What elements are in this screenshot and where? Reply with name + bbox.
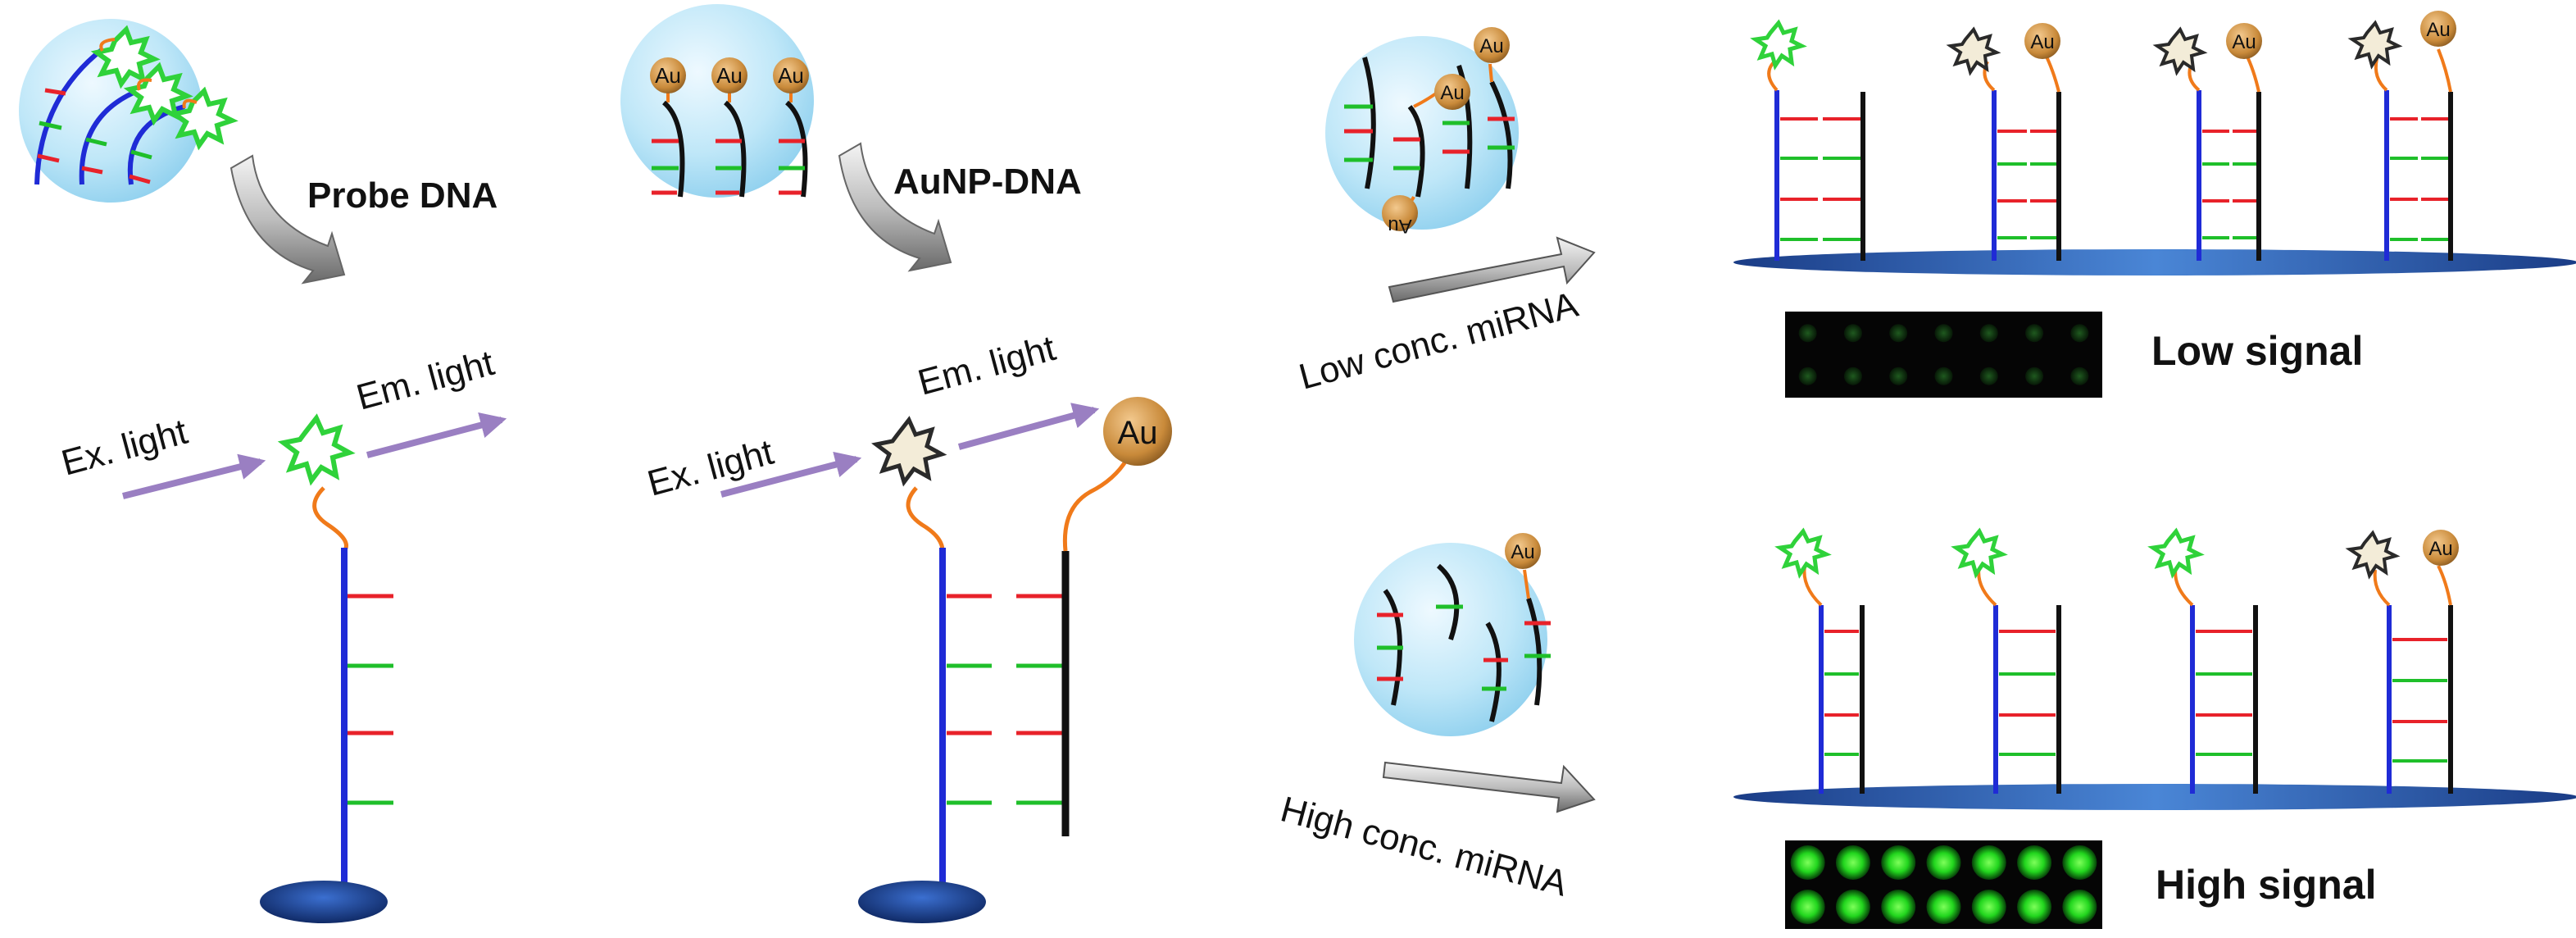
dim-spot [1798,324,1817,343]
high-signal-spots [1790,845,2097,924]
bright-spot [1881,890,1916,924]
quenched-fluorophore-icon [1946,26,2001,76]
substrate-disk [260,881,388,923]
svg-text:Au: Au [2428,538,2452,560]
process-arrow-icon [1382,761,1596,813]
bright-spot [1881,845,1916,880]
bright-spot [1926,890,1961,924]
gold-nanoparticle-icon: Au Au Au [650,57,809,93]
gold-nanoparticle-icon: Au [2226,23,2262,59]
bright-spot [2062,890,2097,924]
probe-dna-bubble [19,19,202,203]
ex-light-arrow [122,453,266,499]
low-signal-label: Low signal [2151,328,2363,374]
fluorophore-icon [1951,527,2008,579]
em-light-arrow [366,412,507,458]
high-concentration-panel: Au High conc. miRNA [1276,527,2576,929]
bright-spot [2062,845,2097,880]
dim-spot [2070,324,2089,343]
gold-nanoparticle-icon: Au [1505,533,1541,569]
probe-dna-label: Probe DNA [307,175,497,216]
svg-text:Au: Au [655,63,681,88]
bright-spot [1971,845,2006,880]
gold-nanoparticle-icon: Au [2024,23,2060,59]
duplex-array-high: Au [1774,527,2459,794]
bright-spot [2017,845,2052,880]
dim-spot [1889,367,1908,385]
aunp-dna-bubble [620,4,814,198]
fluorophore-icon [90,25,239,151]
substrate-disk [858,881,986,923]
low-concentration-panel: Au Au Au Low conc. miRNA [1295,11,2576,398]
bright-spot [1835,890,1870,924]
sensor-surface [1733,249,2576,275]
ex-light-arrow-2 [720,451,862,498]
svg-text:Au: Au [2232,31,2256,53]
curved-arrow-icon [838,142,952,272]
dim-spot [2025,324,2044,343]
dim-spot [1889,324,1908,343]
bright-spot [1971,890,2006,924]
em-light-arrow-2 [957,403,1100,450]
sensor-surface [1733,784,2576,810]
svg-text:Au: Au [1388,215,1411,237]
bright-spot [1835,845,1870,880]
dim-spot [1934,324,1953,343]
dim-spot [1979,367,1998,385]
bright-spot [1790,890,1825,924]
ex-light-label-2: Ex. light [643,432,778,504]
svg-text:Au: Au [778,63,804,88]
quenched-fluorophore-icon [2345,530,2401,580]
process-arrow-icon [1388,236,1596,303]
quenched-fluorophore-icon [871,416,947,487]
bright-spot [2017,890,2052,924]
aunp-dna-panel: Au Au Au AuNP-DNA Ex. light Em. light [620,4,1172,923]
curved-arrow-icon [229,154,346,285]
dim-spot [2025,367,2044,385]
dim-spot [1798,367,1817,385]
gold-nanoparticle-icon: Au Au Au [1382,27,1510,237]
dim-spot [1843,367,1862,385]
em-light-label: Em. light [352,343,498,418]
svg-text:Au: Au [1479,35,1503,57]
fluorophore-icon [1774,527,1832,579]
svg-text:Au: Au [1440,82,1464,104]
bright-spot [1790,845,1825,880]
dim-spot [2070,367,2089,385]
fluorophore-icon [2147,527,2205,579]
low-signal-spots [1798,324,2089,385]
ex-light-label: Ex. light [57,412,192,484]
em-light-label-2: Em. light [914,328,1060,403]
bright-spot [1926,845,1961,880]
quenched-fluorophore-icon [2152,26,2208,76]
fluorophore-icon [1750,19,1807,71]
gold-nanoparticle-icon: Au [2420,11,2456,47]
dim-spot [1979,324,1998,343]
svg-text:Au: Au [716,63,743,88]
high-signal-label: High signal [2156,862,2376,908]
fluorophore-icon [277,413,356,486]
svg-text:Au: Au [1511,541,1534,563]
svg-text:Au: Au [1118,415,1158,451]
duplex-array-low: Au Au [1750,11,2456,261]
svg-text:Au: Au [2426,19,2450,41]
gold-nanoparticle-icon: Au [1103,397,1172,466]
dim-spot [1843,324,1862,343]
probe-dna-panel: Probe DNA Ex. light Em. light [19,19,507,923]
aunp-dna-label: AuNP-DNA [893,162,1082,202]
gold-nanoparticle-icon: Au [2423,530,2459,566]
low-conc-label: Low conc. miRNA [1295,285,1583,398]
dim-spot [1934,367,1953,385]
svg-text:Au: Au [2030,31,2054,53]
high-conc-label: High conc. miRNA [1276,789,1571,904]
quenched-fluorophore-icon [2347,20,2403,70]
